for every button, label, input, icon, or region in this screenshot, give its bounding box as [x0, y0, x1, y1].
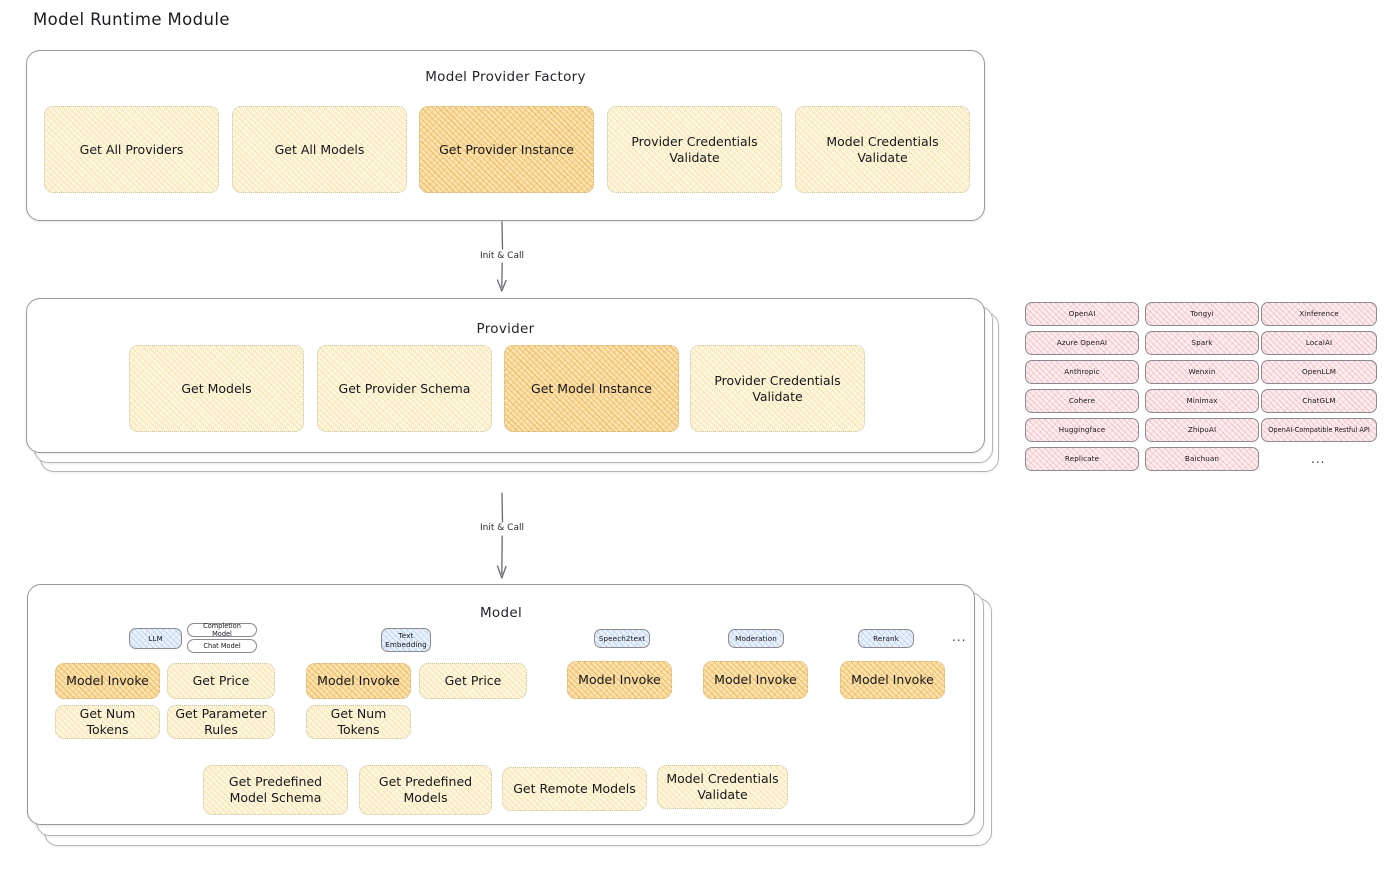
provider-node-get-model-instance[interactable]: Get Model Instance	[504, 345, 679, 432]
model-subtag-completion-model[interactable]: Completion Model	[187, 622, 257, 638]
provider-chip-azure-openai[interactable]: Azure OpenAI	[1025, 331, 1139, 355]
model-method-text-embedding-get-num-tokens[interactable]: Get Num Tokens	[306, 705, 411, 739]
model-title: Model	[479, 605, 523, 621]
provider-chip-spark[interactable]: Spark	[1145, 331, 1259, 355]
model-type-tag-moderation[interactable]: Moderation	[728, 629, 784, 648]
provider-chip-openllm[interactable]: OpenLLM	[1261, 360, 1377, 384]
model-provider-factory-title: Model Provider Factory	[425, 69, 586, 85]
model-shared-method-get-remote-models[interactable]: Get Remote Models	[502, 767, 647, 811]
model-type-tag-speech2text[interactable]: Speech2text	[594, 629, 650, 648]
arrow-factory-to-provider: Init & Call	[462, 221, 542, 297]
provider-list-more-ellipsis: ...	[1311, 452, 1326, 466]
model-shared-method-get-predefined-models[interactable]: Get Predefined Models	[359, 765, 492, 815]
provider-chip-tongyi[interactable]: Tongyi	[1145, 302, 1259, 326]
model-types-more-ellipsis: ...	[952, 630, 967, 644]
provider-chip-wenxin[interactable]: Wenxin	[1145, 360, 1259, 384]
provider-chip-anthropic[interactable]: Anthropic	[1025, 360, 1139, 384]
model-subtag-chat-model[interactable]: Chat Model	[187, 639, 257, 653]
provider-node-provider-credentials-validate[interactable]: Provider Credentials Validate	[690, 345, 865, 432]
factory-node-get-provider-instance[interactable]: Get Provider Instance	[419, 106, 594, 193]
provider-chip-zhipuai[interactable]: ZhipuAI	[1145, 418, 1259, 442]
model-method-moderation-model-invoke[interactable]: Model Invoke	[703, 661, 808, 699]
page-title: Model Runtime Module	[33, 10, 230, 29]
model-method-llm-get-price[interactable]: Get Price	[167, 663, 275, 699]
model-method-llm-get-num-tokens[interactable]: Get Num Tokens	[55, 705, 160, 739]
model-method-text-embedding-get-price[interactable]: Get Price	[419, 663, 527, 699]
provider-chip-cohere[interactable]: Cohere	[1025, 389, 1139, 413]
provider-chip-chatglm[interactable]: ChatGLM	[1261, 389, 1377, 413]
provider-chip-openai-compatible-restful-api[interactable]: OpenAI-Compatible Restful API	[1261, 418, 1377, 442]
arrow-provider-to-model: Init & Call	[462, 492, 542, 584]
model-method-llm-get-parameter-rules[interactable]: Get Parameter Rules	[167, 705, 275, 739]
model-type-tag-text-embedding[interactable]: Text Embedding	[381, 628, 431, 652]
model-method-speech2text-model-invoke[interactable]: Model Invoke	[567, 661, 672, 699]
provider-chip-localai[interactable]: LocalAI	[1261, 331, 1377, 355]
provider-title: Provider	[476, 321, 535, 337]
provider-node-get-models[interactable]: Get Models	[129, 345, 304, 432]
provider-chip-minimax[interactable]: Minimax	[1145, 389, 1259, 413]
provider-chip-openai[interactable]: OpenAI	[1025, 302, 1139, 326]
arrow-icon	[496, 221, 507, 292]
model-type-tag-llm[interactable]: LLM	[129, 628, 182, 649]
provider-chip-baichuan[interactable]: Baichuan	[1145, 447, 1259, 471]
provider-chip-xinference[interactable]: Xinference	[1261, 302, 1377, 326]
factory-node-provider-credentials-validate[interactable]: Provider Credentials Validate	[607, 106, 782, 193]
arrow-label-init-call-2: Init & Call	[477, 523, 527, 533]
arrow-icon	[496, 492, 507, 579]
model-shared-method-model-credentials-validate[interactable]: Model Credentials Validate	[657, 765, 788, 809]
model-method-rerank-model-invoke[interactable]: Model Invoke	[840, 661, 945, 699]
provider-chip-huggingface[interactable]: Huggingface	[1025, 418, 1139, 442]
arrow-label-init-call-1: Init & Call	[477, 251, 527, 261]
model-shared-method-get-predefined-model-schema[interactable]: Get Predefined Model Schema	[203, 765, 348, 815]
model-method-llm-model-invoke[interactable]: Model Invoke	[55, 663, 160, 699]
model-container: Model	[27, 584, 975, 825]
provider-node-get-provider-schema[interactable]: Get Provider Schema	[317, 345, 492, 432]
factory-node-get-all-providers[interactable]: Get All Providers	[44, 106, 219, 193]
provider-chip-replicate[interactable]: Replicate	[1025, 447, 1139, 471]
factory-node-model-credentials-validate[interactable]: Model Credentials Validate	[795, 106, 970, 193]
model-method-text-embedding-model-invoke[interactable]: Model Invoke	[306, 663, 411, 699]
factory-node-get-all-models[interactable]: Get All Models	[232, 106, 407, 193]
model-type-tag-rerank[interactable]: Rerank	[858, 629, 914, 648]
